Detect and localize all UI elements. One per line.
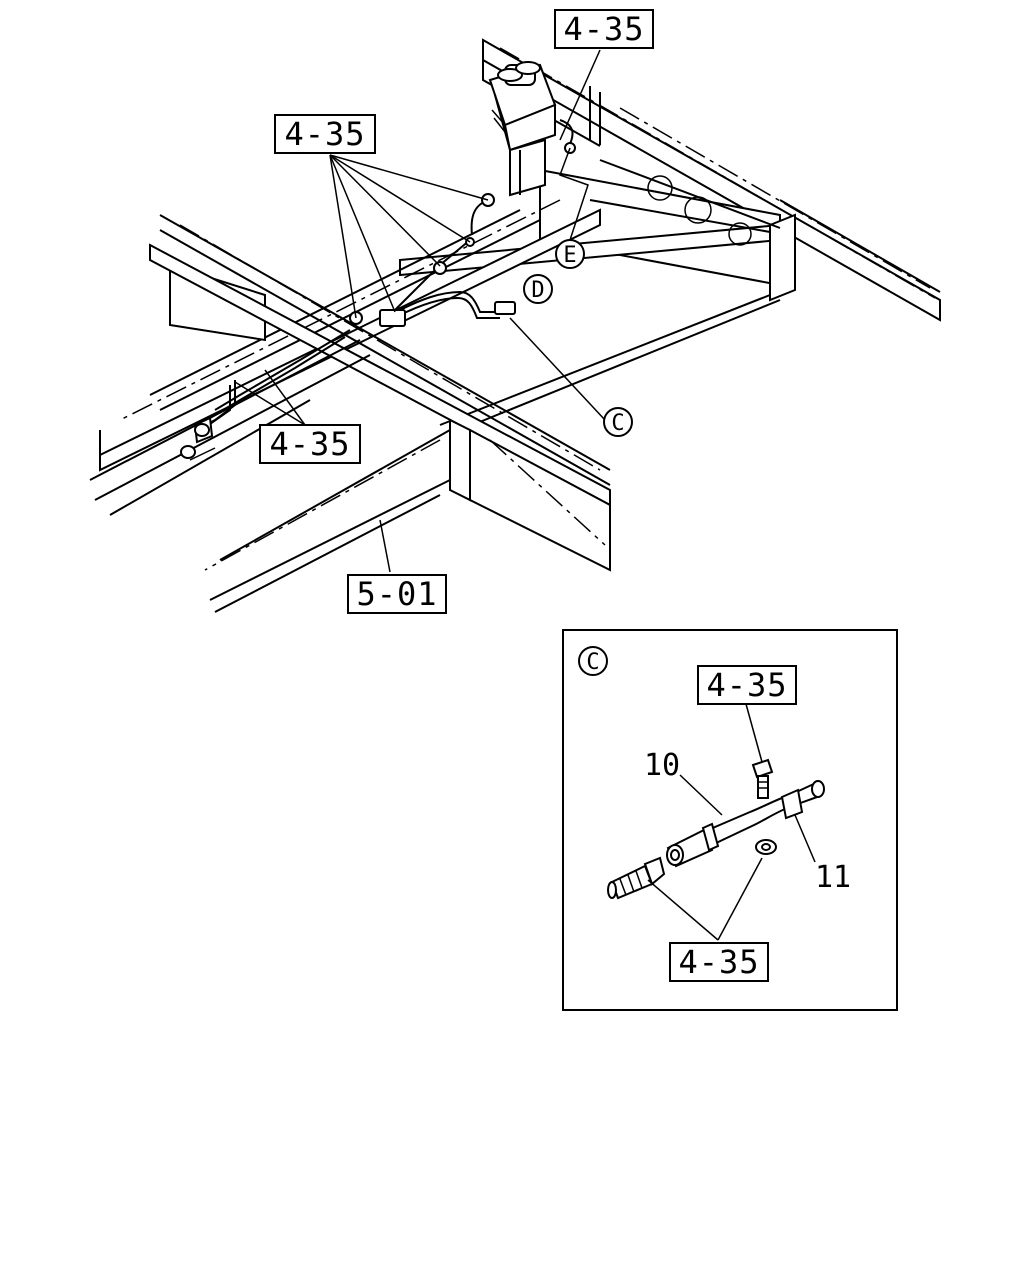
callout-label: 4-35 <box>678 943 759 981</box>
circle-label-d: D <box>523 274 553 304</box>
main-view: 4-35 4-35 4-35 5-01 D E C <box>89 9 941 614</box>
washer <box>755 839 777 855</box>
callout-4-35-left: 4-35 <box>274 114 376 154</box>
detail-callout-4-35-top: 4-35 <box>697 665 797 705</box>
callout-label: 4-35 <box>284 115 365 153</box>
right-frame-rail <box>482 38 941 322</box>
connector <box>607 856 666 900</box>
circle-label-text: D <box>531 278 544 303</box>
circle-label-c: C <box>603 407 633 437</box>
part-number-10: 10 <box>644 748 680 783</box>
callout-5-01: 5-01 <box>347 574 447 614</box>
callout-4-35-bottom: 4-35 <box>259 424 361 464</box>
circle-label-text: C <box>611 411 624 436</box>
valve-block <box>488 61 557 197</box>
callout-label: 4-35 <box>563 10 644 48</box>
detail-view-c: C <box>562 629 898 1011</box>
detail-title: C <box>578 646 608 676</box>
bolt <box>745 703 774 799</box>
detail-leaders <box>647 774 816 941</box>
part-number-11: 11 <box>815 860 851 895</box>
leader-lines <box>234 49 606 573</box>
callout-4-35-top: 4-35 <box>554 9 654 49</box>
callout-label: 4-35 <box>269 425 350 463</box>
callout-label: 5-01 <box>356 575 437 613</box>
callout-label: 4-35 <box>706 666 787 704</box>
circle-label-e: E <box>555 239 585 269</box>
brake-hose <box>666 780 825 868</box>
circle-label-text: E <box>563 243 576 268</box>
detail-callout-4-35-bottom: 4-35 <box>669 942 769 982</box>
detail-title-text: C <box>586 650 599 675</box>
